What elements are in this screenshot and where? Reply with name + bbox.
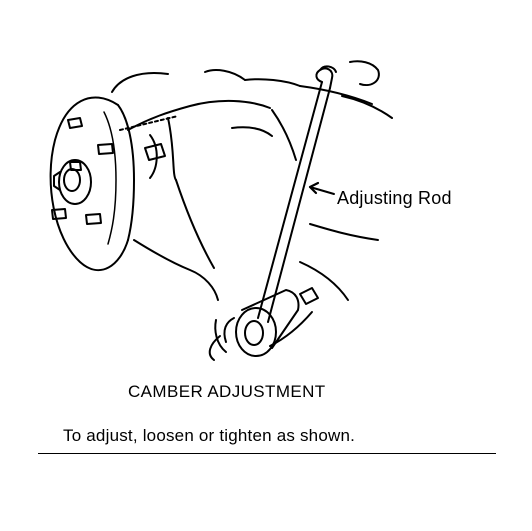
brake-rotor — [49, 96, 135, 272]
callout-arrow — [308, 181, 335, 195]
upper-mount — [111, 60, 393, 161]
wheel-studs — [51, 117, 114, 225]
adjusting-rod-label: Adjusting Rod — [337, 188, 452, 208]
figure-instruction: To adjust, loosen or tighten as shown. — [63, 426, 356, 445]
lower-control-arm — [208, 223, 379, 361]
figure-title: CAMBER ADJUSTMENT — [128, 382, 326, 401]
adjusting-rod — [257, 65, 337, 323]
hub-center — [53, 159, 92, 205]
steering-knuckle — [119, 99, 271, 301]
rod-end-bushing — [214, 289, 300, 357]
bottom-divider — [38, 453, 496, 454]
suspension-illustration — [49, 60, 393, 361]
